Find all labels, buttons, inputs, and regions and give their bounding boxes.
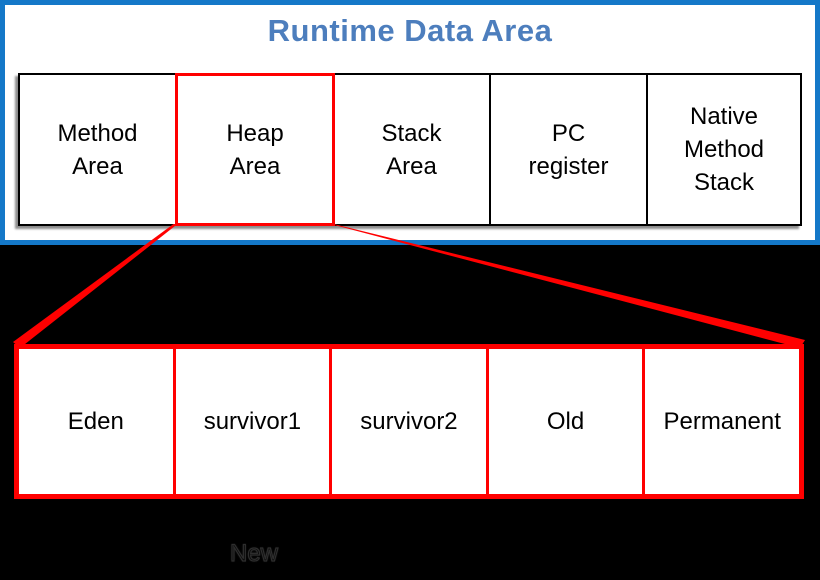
runtime-box-native-method-stack: Native Method Stack <box>646 73 802 226</box>
heap-box-eden: Eden <box>19 349 176 494</box>
runtime-box-stack-area: Stack Area <box>332 73 491 226</box>
heap-box-survivor1: survivor1 <box>176 349 333 494</box>
runtime-box-method-area: Method Area <box>18 73 177 226</box>
new-generation-faint-label: New <box>229 539 279 567</box>
heap-detail-row: Eden survivor1 survivor2 Old Permanent <box>14 344 804 499</box>
heap-box-old: Old <box>489 349 646 494</box>
runtime-box-heap-area-highlighted: Heap Area <box>175 73 335 226</box>
diagram-title: Runtime Data Area <box>267 13 553 48</box>
heap-box-permanent: Permanent <box>663 407 781 435</box>
runtime-box-pc-register: PC register <box>489 73 648 226</box>
heap-box-survivor2: survivor2 <box>332 349 489 494</box>
